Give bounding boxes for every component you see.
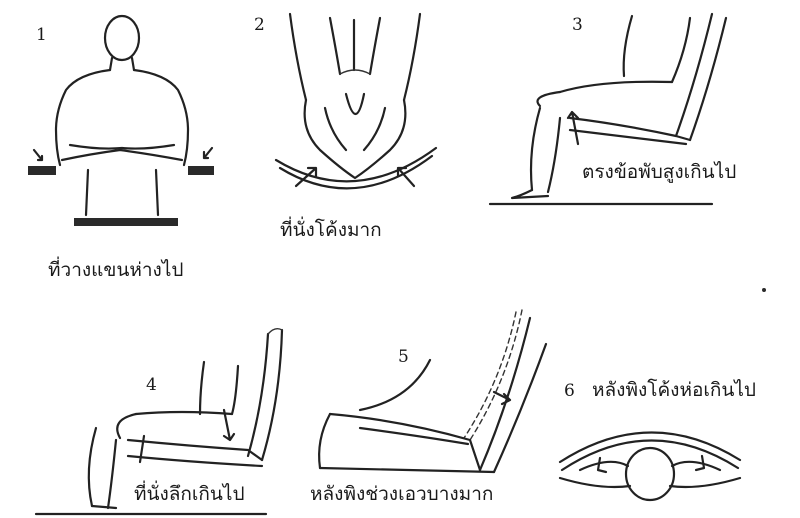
- right-armrest: [188, 166, 214, 175]
- panel-3-number: 3: [572, 15, 583, 35]
- panel-3-caption: ตรงข้อพับสูงเกินไป: [582, 161, 736, 183]
- panel-5-number: 5: [398, 347, 409, 367]
- panel-5-caption: หลังพิงช่วงเอวบางมาก: [310, 483, 493, 505]
- panel-6-caption: หลังพิงโค้งห่อเกินไป: [592, 378, 756, 401]
- panel-6-number: 6: [564, 381, 575, 401]
- panel-4: 4 ที่นั่งลึกเกินไป: [36, 329, 282, 514]
- scan-speck: [762, 288, 766, 292]
- panel-3: 3 ตรงข้อพับสูงเกินไป: [490, 14, 736, 204]
- panel-6: 6 หลังพิงโค้งห่อเกินไป: [560, 378, 756, 500]
- panel-2-figure: [276, 14, 436, 188]
- panel-5: 5 หลังพิงช่วงเอวบางมาก: [310, 310, 546, 505]
- left-armrest: [28, 166, 56, 175]
- panel-2: 2 ที่นั่งโค้งมาก: [254, 14, 436, 241]
- panel-2-caption: ที่นั่งโค้งมาก: [280, 216, 382, 241]
- panel-6-figure: [560, 432, 740, 500]
- panel-4-caption: ที่นั่งลึกเกินไป: [134, 480, 245, 505]
- panel-4-number: 4: [146, 375, 157, 395]
- panel-1-figure: [28, 16, 214, 226]
- panel-5-figure: [319, 310, 546, 472]
- seat-base-1: [74, 218, 178, 226]
- panel-1-caption: ที่วางแขนห่างไป: [48, 256, 183, 281]
- panel-1-number: 1: [36, 25, 47, 45]
- panel-2-number: 2: [254, 15, 265, 35]
- panel-1: 1 ที่วางแขนห่างไป: [28, 16, 214, 281]
